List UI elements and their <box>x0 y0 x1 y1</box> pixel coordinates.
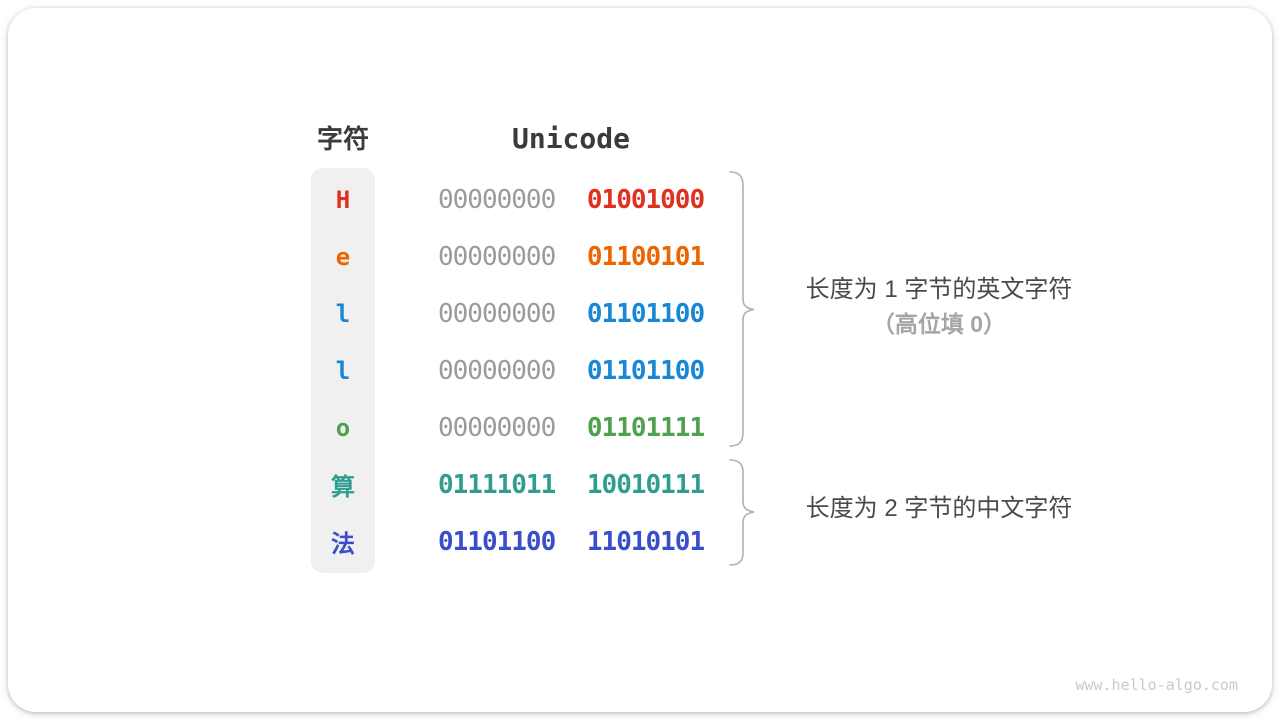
unicode-column-header: Unicode <box>511 122 630 155</box>
high-byte: 00000000 <box>438 355 556 386</box>
encoding-row: o 00000000 01101111 <box>8 399 1272 456</box>
encoding-row: 算 01111011 10010111 <box>8 456 1272 513</box>
unicode-binary-cell: 00000000 01101100 <box>438 355 705 386</box>
unicode-binary-cell: 00000000 01001000 <box>438 184 705 215</box>
character-cell: 法 <box>331 530 355 558</box>
character-cell: e <box>335 242 351 271</box>
watermark: www.hello-algo.com <box>1075 676 1238 694</box>
label-english-chars-line1: 长度为 1 字节的英文字符 <box>805 276 1073 303</box>
high-byte: 01101100 <box>438 526 556 557</box>
low-byte: 01101100 <box>586 298 705 329</box>
unicode-binary-cell: 00000000 01101100 <box>438 298 705 329</box>
low-byte: 01101100 <box>586 355 705 386</box>
character-cell: H <box>335 185 351 214</box>
encoding-row: l 00000000 01101100 <box>8 285 1272 342</box>
label-english-chars: 长度为 1 字节的英文字符 （高位填 0） <box>778 274 1100 340</box>
encoding-row: l 00000000 01101100 <box>8 342 1272 399</box>
char-column-header: 字符 <box>316 124 369 154</box>
encoding-row: 法 01101100 11010101 <box>8 513 1272 570</box>
low-byte: 01001000 <box>586 184 705 215</box>
high-byte: 00000000 <box>438 298 556 329</box>
encoding-rows: H 00000000 01001000 e 00000000 01100101 … <box>8 171 1272 570</box>
character-cell: 算 <box>331 473 355 501</box>
high-byte: 00000000 <box>438 184 556 215</box>
low-byte: 11010101 <box>586 526 705 557</box>
high-byte: 00000000 <box>438 241 556 272</box>
character-cell: l <box>335 356 351 385</box>
diagram-card: 字符 Unicode H 00000000 01001000 e 0000000… <box>8 8 1272 712</box>
low-byte: 01100101 <box>586 241 705 272</box>
unicode-binary-cell: 01111011 10010111 <box>438 469 705 500</box>
low-byte: 10010111 <box>586 469 705 500</box>
brace-1-byte-group <box>729 171 755 447</box>
label-english-chars-line2: （高位填 0） <box>871 311 1007 337</box>
low-byte: 01101111 <box>586 412 705 443</box>
brace-2-byte-group <box>729 459 755 566</box>
label-chinese-chars: 长度为 2 字节的中文字符 <box>778 493 1100 525</box>
char-column-background <box>311 168 375 573</box>
character-cell: o <box>335 413 351 442</box>
encoding-row: H 00000000 01001000 <box>8 171 1272 228</box>
character-cell: l <box>335 299 351 328</box>
label-chinese-chars-line1: 长度为 2 字节的中文字符 <box>805 495 1073 522</box>
unicode-binary-cell: 01101100 11010101 <box>438 526 705 557</box>
unicode-binary-cell: 00000000 01100101 <box>438 241 705 272</box>
high-byte: 00000000 <box>438 412 556 443</box>
encoding-row: e 00000000 01100101 <box>8 228 1272 285</box>
high-byte: 01111011 <box>438 469 556 500</box>
unicode-binary-cell: 00000000 01101111 <box>438 412 705 443</box>
